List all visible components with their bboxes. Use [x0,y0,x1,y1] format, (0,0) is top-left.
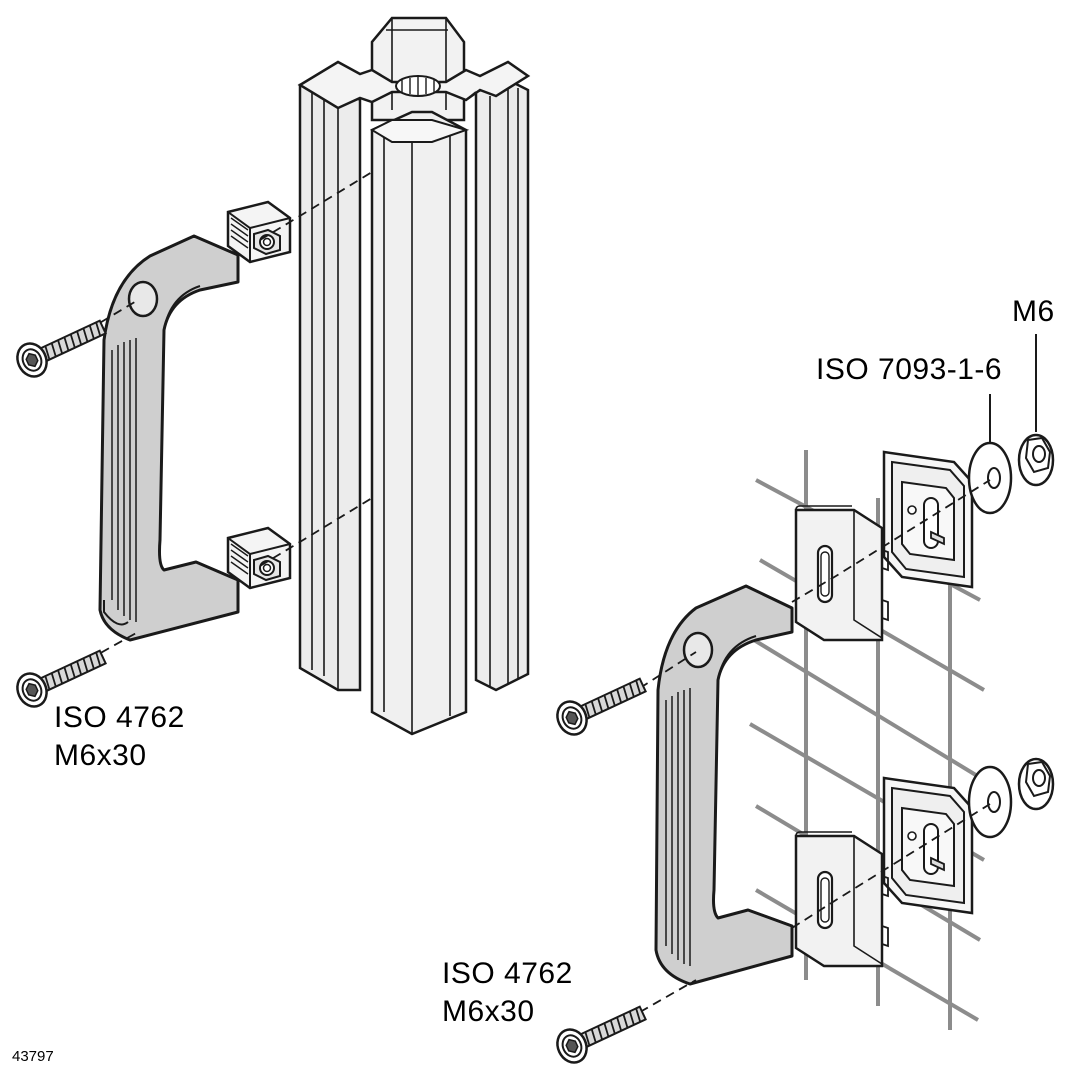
assembly-axes-right [639,479,991,1013]
screw-right-lower [550,996,652,1069]
handle-right [654,584,794,986]
label-left-screw-standard: ISO 4762 [54,701,185,734]
label-right-screw-size: M6x30 [442,995,535,1028]
label-nut-size: M6 [1012,295,1055,328]
screw-right-upper [550,668,652,741]
label-right-screw-standard: ISO 4762 [442,957,573,990]
leader-lines [989,334,1037,442]
clamp-plate-rear-upper [882,450,974,589]
clamp-plate-front-lower [794,830,890,968]
figure-number: 43797 [12,1048,54,1065]
label-washer-standard: ISO 7093-1-6 [816,353,1003,386]
washer-upper [967,441,1013,515]
washer-lower [967,765,1013,839]
nut-lower [1017,757,1055,811]
screw-left-upper [10,310,112,383]
nut-upper [1017,433,1055,487]
clamp-plate-front-upper [794,504,890,642]
aluminium-profile [297,16,531,736]
t-nut-upper [226,200,292,264]
clamp-plate-rear-lower [882,776,974,915]
label-left-screw-size: M6x30 [54,739,147,772]
handle-left [98,234,240,642]
assembly-axes-left [87,171,373,661]
